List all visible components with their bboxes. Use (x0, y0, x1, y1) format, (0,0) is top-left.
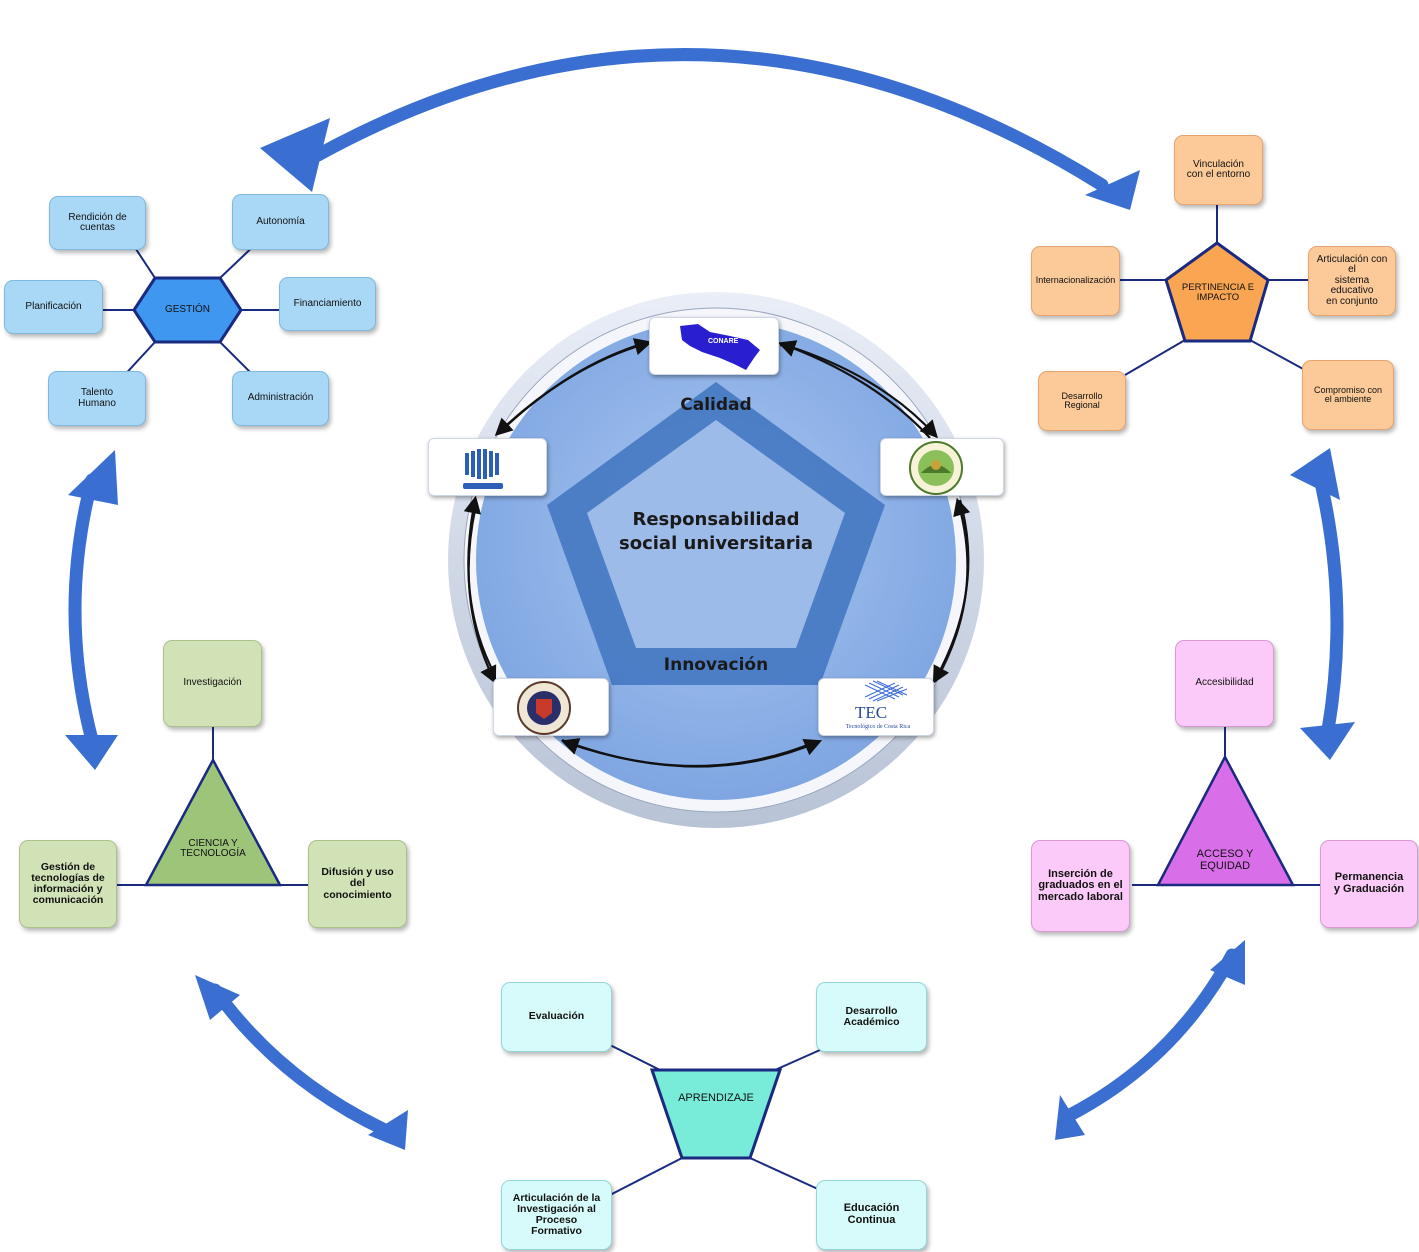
arrow-top (311, 48, 1109, 192)
innovacion-label: Innovación (663, 655, 769, 675)
tec-logo: TEC Tecnológico de Costa Rica (818, 678, 934, 736)
conare-logo: CONARE (649, 317, 779, 375)
permanencia-graduacion-box: Permanencia y Graduación (1320, 840, 1418, 928)
arrowhead-bl-down (368, 1110, 408, 1150)
articulacion-sistema-box: Articulación con el sistema educativo en… (1308, 246, 1396, 316)
arrowhead-right-up (1290, 448, 1340, 500)
compromiso-ambiente-box: Compromiso con el ambiente (1302, 360, 1394, 430)
planificacion-box: Planificación (4, 280, 103, 334)
arrowhead-br-down (1055, 1095, 1085, 1140)
arrowhead-left-down (65, 735, 118, 770)
acceso-hub-shape (1155, 754, 1296, 887)
arrowhead-br-up (1210, 940, 1245, 985)
acceso-connectors (1132, 727, 1322, 886)
aprendizaje-connectors (609, 1044, 821, 1196)
desarrollo-academico-box: Desarrollo Académico (816, 982, 927, 1052)
accesibilidad-box: Accesibilidad (1175, 640, 1274, 727)
arrow-bottom-right (1063, 948, 1239, 1122)
rendicion-de-cuentas-box: Rendición de cuentas (49, 196, 146, 250)
gestion-tecnologias-box: Gestión de tecnologías de información y … (19, 840, 117, 928)
autonomia-box: Autonomía (232, 194, 329, 250)
desarrollo-regional-box: Desarrollo Regional (1038, 371, 1126, 431)
conare-map-icon (680, 324, 760, 370)
uned-emblem-icon (463, 449, 503, 489)
center-title-line2: social universitaria (619, 533, 813, 555)
arrowhead-bl-up (195, 975, 240, 1020)
evaluacion-box: Evaluación (501, 982, 612, 1052)
difusion-conocimiento-box: Difusión y uso del conocimiento (308, 840, 407, 928)
talento-humano-box: Talento Humano (48, 371, 146, 426)
administracion-box: Administración (232, 371, 329, 426)
ciencia-connectors (115, 727, 310, 886)
center-title-line1: Responsabilidad (632, 509, 800, 530)
tec-grid-icon (864, 680, 908, 702)
investigacion-box: Investigación (163, 640, 262, 727)
gestion-connectors (100, 239, 280, 381)
center-title: Responsabilidad social universitaria (606, 508, 826, 557)
pertinencia-hub: PERTINENCIA E IMPACTO (1181, 282, 1255, 303)
cycle-arrows (68, 48, 1344, 1137)
ucr-logo (493, 678, 609, 736)
una-seal-icon (909, 441, 963, 495)
una-logo (880, 438, 1004, 496)
ciencia-hub: CIENCIA Y TECNOLOGÍA (180, 837, 246, 859)
aprendizaje-hub-shape (649, 1068, 783, 1160)
acceso-hub: ACCESO Y EQUIDAD (1196, 848, 1254, 872)
tec-label: TEC (855, 703, 888, 722)
articulacion-investigacion-box: Articulación de la Investigación al Proc… (501, 1180, 612, 1250)
arrowhead-left-up (68, 450, 118, 505)
cycle-arrowheads (65, 118, 1355, 1150)
uned-logo (428, 438, 547, 496)
tec-sub-label: Tecnológico de Costa Rica (845, 724, 911, 730)
arrow-bottom-left (208, 983, 392, 1137)
arrowhead-right-down (1300, 722, 1355, 760)
ciencia-hub-shape (143, 757, 283, 887)
pertinencia-hub-shape (1164, 241, 1270, 343)
pentagon-inner (587, 420, 845, 648)
insercion-graduados-box: Inserción de graduados en el mercado lab… (1031, 840, 1130, 932)
ucr-seal-icon (517, 681, 571, 735)
conare-label: CONARE (708, 338, 739, 345)
internacionalizacion-box: Internacionalización (1031, 246, 1120, 316)
aprendizaje-hub: APRENDIZAJE (678, 1092, 754, 1105)
arrow-left (68, 473, 99, 747)
arrow-right (1311, 463, 1344, 737)
pertinencia-connectors (1120, 205, 1310, 376)
gestion-hub-shape (132, 276, 243, 344)
gestion-hub: GESTIÓN (164, 303, 210, 315)
arrowhead-top-left (260, 118, 330, 192)
arrowhead-top-right (1085, 170, 1140, 210)
calidad-label: Calidad (680, 395, 752, 415)
financiamiento-box: Financiamiento (279, 277, 376, 331)
logo-cycle-arrows-reverse (467, 340, 971, 768)
vinculacion-box: Vinculación con el entorno (1174, 135, 1263, 205)
educacion-continua-box: Educación Continua (816, 1180, 927, 1250)
